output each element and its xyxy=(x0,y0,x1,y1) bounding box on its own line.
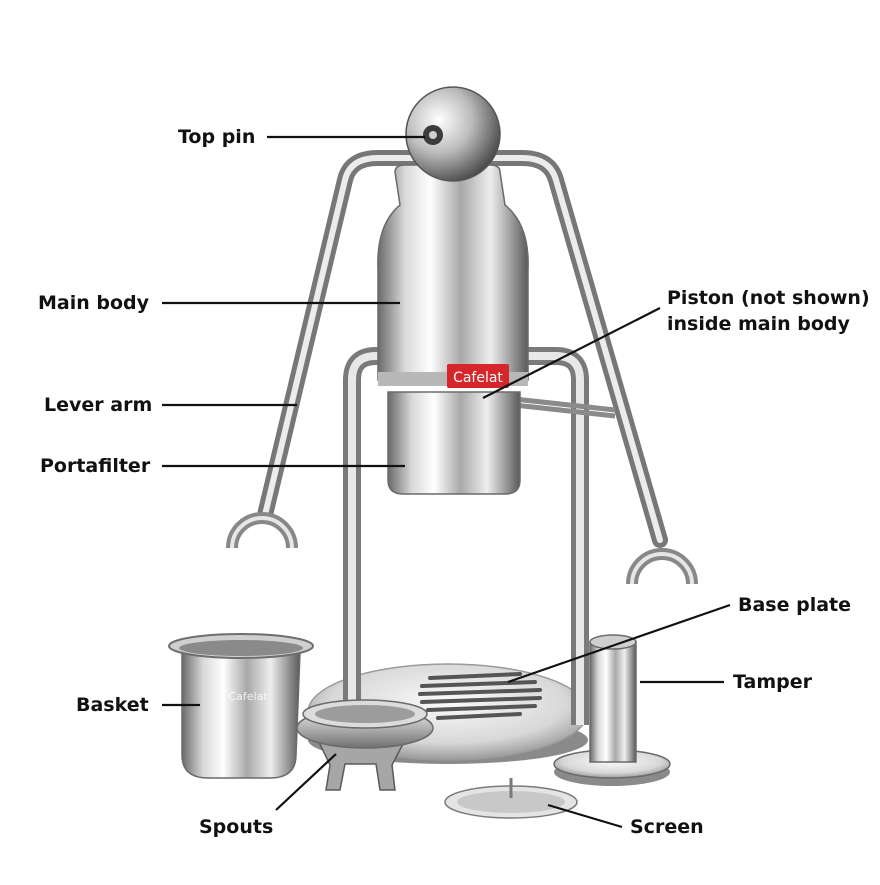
label-base-plate: Base plate xyxy=(738,594,852,616)
leader-screen xyxy=(547,803,623,829)
basket-engraving: Cafelat xyxy=(228,690,268,703)
leader-piston xyxy=(482,307,661,399)
spouts-part xyxy=(296,699,434,791)
lever-arm-left xyxy=(226,150,438,549)
brand-logo-text: Cafelat xyxy=(453,370,503,386)
leader-spouts xyxy=(275,753,337,811)
screen xyxy=(444,778,578,819)
label-spouts: Spouts xyxy=(199,816,274,838)
leader-base-plate xyxy=(507,603,731,684)
label-tamper: Tamper xyxy=(733,671,812,693)
label-top-pin: Top pin xyxy=(178,126,256,148)
top-pin-head xyxy=(405,86,501,182)
tamper xyxy=(553,634,671,786)
label-basket: Basket xyxy=(76,694,149,716)
label-piston-line2: inside main body xyxy=(667,313,850,335)
basket: Cafelat xyxy=(168,633,314,779)
link-rods xyxy=(504,395,616,419)
main-body xyxy=(377,164,529,386)
base-plate-slots xyxy=(418,672,542,720)
leader-lines xyxy=(162,135,731,829)
portafilter xyxy=(387,391,521,495)
label-lever-arm: Lever arm xyxy=(44,394,153,416)
lever-arm-right xyxy=(462,150,698,585)
label-piston-line1: Piston (not shown) xyxy=(667,287,870,309)
label-main-body: Main body xyxy=(38,292,150,314)
label-portafilter: Portafilter xyxy=(40,455,151,477)
brand-badge: Cafelat xyxy=(447,364,509,388)
label-screen: Screen xyxy=(630,816,704,838)
